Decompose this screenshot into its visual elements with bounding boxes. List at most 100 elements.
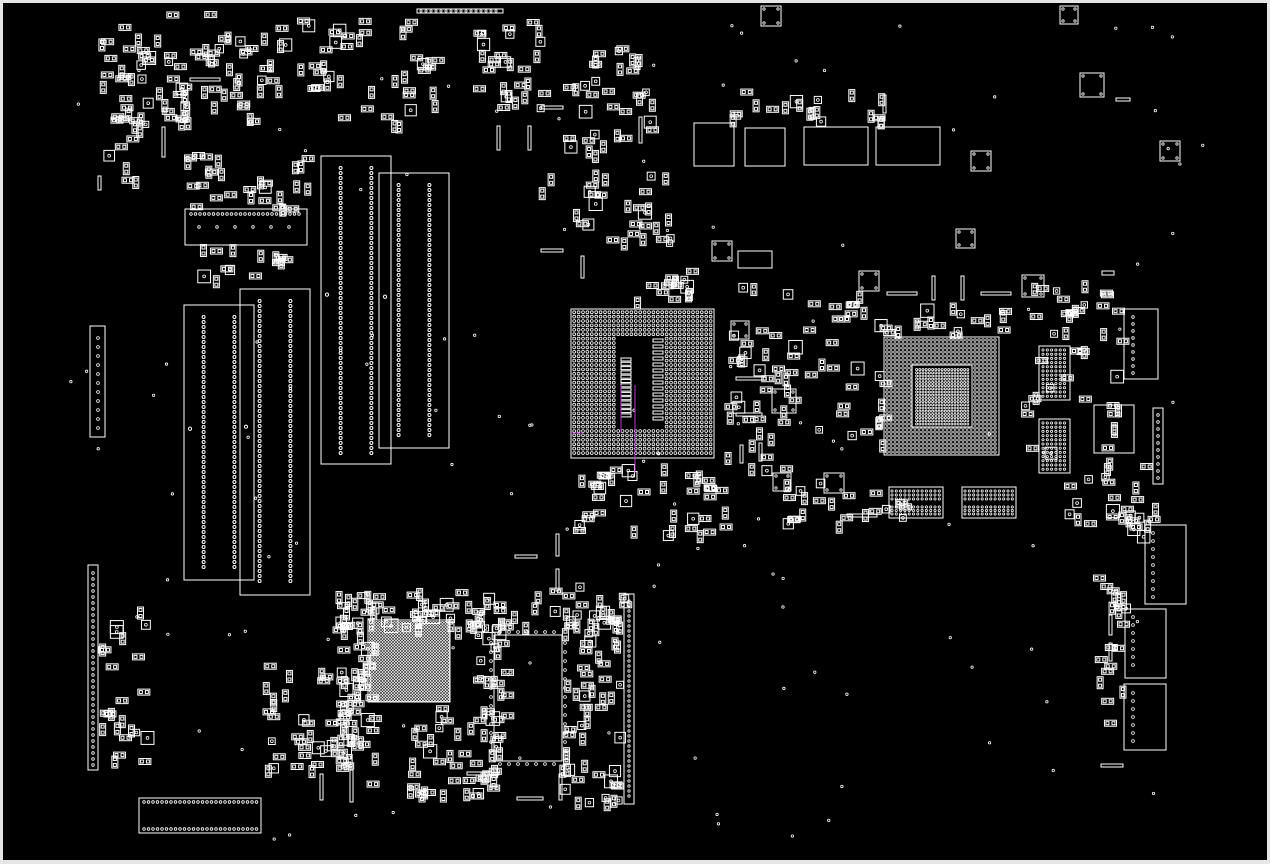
component-outline bbox=[161, 99, 169, 113]
pin bbox=[338, 191, 343, 195]
component-outline bbox=[883, 328, 897, 336]
pad bbox=[268, 78, 273, 83]
pin bbox=[396, 343, 401, 347]
component-outline bbox=[477, 30, 486, 39]
pin bbox=[232, 345, 237, 349]
pad bbox=[652, 398, 664, 403]
component-outline bbox=[311, 84, 325, 92]
smd-part bbox=[402, 87, 416, 95]
smd-part bbox=[856, 290, 864, 304]
pin bbox=[257, 364, 262, 368]
pin bbox=[338, 381, 343, 385]
pin bbox=[427, 283, 432, 287]
pin bbox=[369, 376, 374, 380]
smd-part bbox=[179, 83, 193, 91]
component-outline bbox=[297, 160, 305, 174]
component-outline bbox=[585, 181, 599, 189]
component-outline bbox=[728, 330, 739, 341]
smd-part bbox=[258, 197, 272, 205]
chipset-bga bbox=[367, 619, 451, 703]
component-outline bbox=[666, 239, 674, 247]
component-outline bbox=[402, 87, 416, 95]
smd-part bbox=[136, 46, 150, 54]
component-outline bbox=[116, 115, 130, 123]
component-outline bbox=[217, 168, 225, 182]
pin bbox=[396, 213, 401, 217]
pad bbox=[652, 374, 664, 379]
pin bbox=[338, 186, 343, 190]
pin bbox=[427, 358, 432, 362]
component-outline bbox=[685, 287, 693, 301]
smd-part bbox=[632, 91, 646, 99]
io-connector bbox=[1152, 407, 1164, 485]
pad bbox=[838, 317, 843, 322]
pin bbox=[427, 303, 432, 307]
component-outline bbox=[239, 288, 311, 596]
pad bbox=[729, 358, 734, 363]
pad bbox=[480, 86, 485, 91]
pin bbox=[427, 308, 432, 312]
pin bbox=[396, 258, 401, 262]
pin bbox=[257, 389, 262, 393]
component-outline bbox=[272, 204, 286, 212]
pad bbox=[480, 57, 485, 62]
pin bbox=[369, 386, 374, 390]
component-outline bbox=[201, 85, 209, 99]
pad bbox=[287, 206, 292, 211]
pin bbox=[396, 423, 401, 427]
pin bbox=[427, 428, 432, 432]
pad bbox=[101, 88, 106, 93]
smd-part bbox=[761, 375, 775, 383]
component-outline bbox=[488, 56, 502, 64]
pin bbox=[257, 494, 262, 498]
pin bbox=[257, 304, 262, 308]
smd-part bbox=[878, 398, 886, 412]
pad bbox=[155, 36, 160, 41]
pad bbox=[1005, 328, 1010, 333]
smd-part bbox=[777, 418, 791, 426]
smd-part bbox=[634, 296, 642, 310]
pad bbox=[230, 251, 235, 256]
pad bbox=[757, 428, 762, 433]
component-outline bbox=[762, 348, 770, 362]
pin bbox=[232, 420, 237, 424]
pin bbox=[232, 490, 237, 494]
component-outline bbox=[766, 105, 780, 113]
component-outline bbox=[619, 108, 633, 116]
pin bbox=[288, 429, 293, 433]
component-outline bbox=[378, 172, 450, 449]
pin bbox=[232, 365, 237, 369]
pad bbox=[810, 328, 815, 333]
smd-part bbox=[913, 317, 921, 331]
component-outline bbox=[526, 19, 540, 27]
pad bbox=[181, 64, 186, 69]
smd-part bbox=[517, 65, 531, 73]
smd-part bbox=[780, 465, 794, 473]
component-outline bbox=[850, 361, 865, 376]
smd-part bbox=[129, 117, 143, 125]
board-canvas[interactable] bbox=[3, 3, 1267, 860]
pcb-layout[interactable] bbox=[3, 3, 1267, 860]
pad bbox=[743, 417, 748, 422]
smd-part bbox=[808, 106, 816, 120]
pad bbox=[589, 192, 594, 197]
pin bbox=[288, 469, 293, 473]
pin bbox=[257, 464, 262, 468]
pad bbox=[593, 92, 598, 97]
pad bbox=[278, 41, 283, 46]
pad bbox=[277, 198, 282, 203]
pad bbox=[726, 459, 731, 464]
pad bbox=[522, 92, 527, 97]
pin bbox=[338, 221, 343, 225]
pin bbox=[201, 390, 206, 394]
component-outline bbox=[301, 155, 315, 163]
smd-part bbox=[161, 107, 175, 115]
component-outline bbox=[759, 386, 773, 394]
pin bbox=[427, 368, 432, 372]
component-outline bbox=[780, 465, 794, 473]
pad bbox=[490, 67, 495, 72]
smd-part bbox=[538, 187, 546, 201]
component-outline bbox=[616, 62, 624, 76]
component-outline bbox=[272, 251, 280, 265]
pad bbox=[815, 301, 820, 306]
